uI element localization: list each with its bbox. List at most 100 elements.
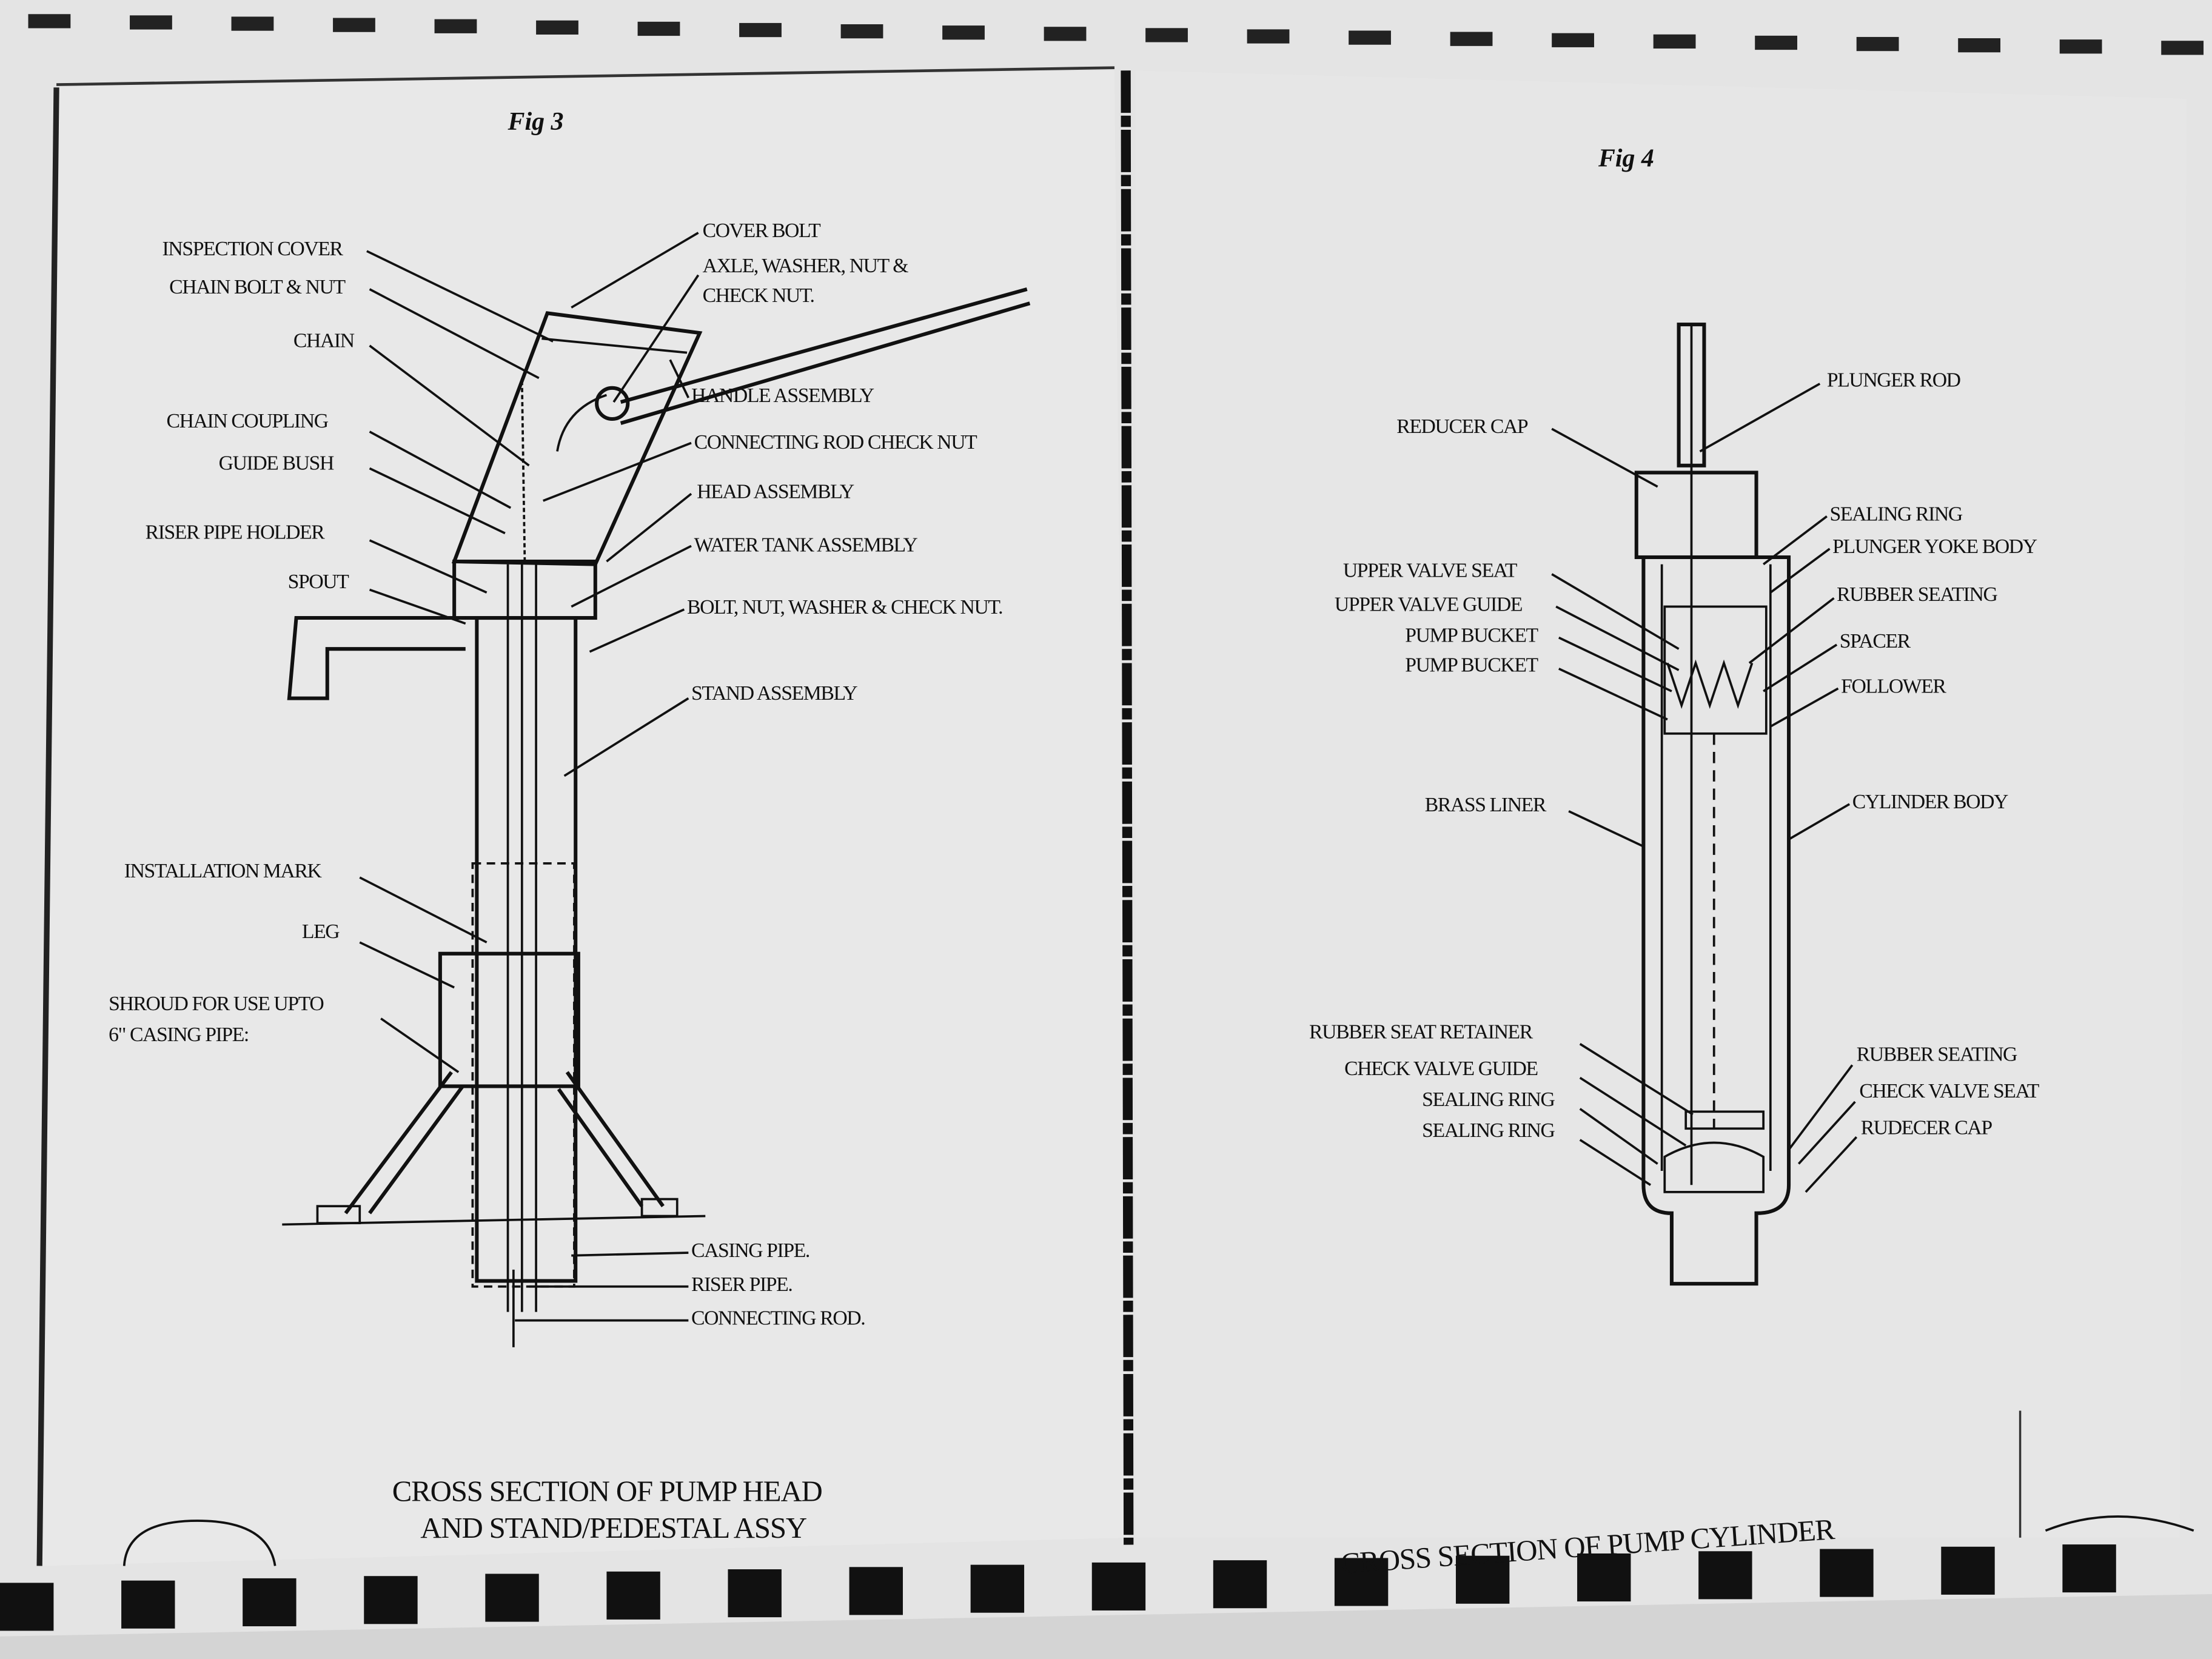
label-riser-pipe-holder: RISER PIPE HOLDER (146, 521, 326, 544)
fig4-leader-lines (1551, 383, 1858, 1193)
label-rubber-seat-retainer: RUBBER SEAT RETAINER (1309, 1021, 1533, 1043)
fig3-labels-left: INSPECTION COVER CHAIN BOLT & NUT CHAIN … (109, 238, 355, 1046)
pump-head-drawing (282, 287, 1031, 1347)
binder-hole (1455, 1555, 1510, 1604)
label-chain-coupling: CHAIN COUPLING (167, 410, 329, 432)
label-cover-bolt: COVER BOLT (703, 220, 821, 242)
binder-hole (28, 14, 71, 28)
binder-hole (1698, 1551, 1752, 1600)
label-sealing-ring-lower-2: SEALING RING (1422, 1119, 1555, 1142)
binder-hole (1334, 1558, 1389, 1606)
binder-hole (1349, 30, 1391, 45)
label-sealing-ring-lower-1: SEALING RING (1422, 1088, 1555, 1111)
binder-hole (231, 16, 274, 31)
binder-hole (1820, 1549, 1874, 1597)
label-installation-mark: INSTALLATION MARK (124, 860, 322, 882)
binder-hole (606, 1571, 660, 1620)
binder-hole (1044, 27, 1087, 41)
label-chain-bolt-nut: CHAIN BOLT & NUT (169, 276, 346, 298)
binder-hole (130, 15, 172, 30)
label-inspection-cover: INSPECTION COVER (163, 238, 344, 260)
binder-hole (1577, 1553, 1631, 1602)
binder-hole (434, 19, 477, 33)
binder-holes-top (28, 14, 2204, 55)
label-reducer-cap-lower: RUDECER CAP (1861, 1117, 1992, 1139)
label-cylinder-body: CYLINDER BODY (1852, 791, 2008, 813)
binder-hole (849, 1567, 903, 1615)
binder-hole (1247, 29, 1290, 44)
center-fold-line (1121, 70, 1134, 1545)
binder-hole (1941, 1546, 1995, 1595)
fig3-title: Fig 3 (508, 108, 564, 136)
label-shroud: SHROUD FOR USE UPTO (109, 993, 323, 1015)
left-page (42, 70, 1129, 1566)
label-spout: SPOUT (288, 571, 350, 593)
binder-holes-bottom (0, 1544, 2116, 1631)
binder-hole (2062, 1544, 2116, 1593)
label-plunger-rod: PLUNGER ROD (1827, 369, 1960, 391)
label-shroud-casing: 6" CASING PIPE: (109, 1024, 249, 1046)
binder-hole (1958, 38, 2001, 53)
label-connecting-rod: CONNECTING ROD. (691, 1307, 865, 1330)
label-pump-bucket-2: PUMP BUCKET (1405, 654, 1538, 676)
binder-hole (1755, 35, 1797, 50)
binder-hole (1552, 33, 1594, 47)
fig3-labels-right: COVER BOLT AXLE, WASHER, NUT & CHECK NUT… (687, 220, 1004, 1330)
binder-hole (1856, 36, 1899, 52)
binder-hole (728, 1569, 782, 1618)
label-leg: LEG (302, 920, 340, 943)
label-casing-pipe: CASING PIPE. (691, 1239, 809, 1262)
label-rubber-seating-lower: RUBBER SEATING (1857, 1044, 2017, 1066)
label-reducer-cap: REDUCER CAP (1396, 415, 1528, 438)
label-stand-assembly: STAND ASSEMBLY (691, 682, 857, 705)
label-brass-liner: BRASS LINER (1425, 794, 1547, 816)
label-plunger-yoke-body: PLUNGER YOKE BODY (1832, 535, 2037, 558)
label-head-assembly: HEAD ASSEMBLY (697, 480, 854, 503)
binder-hole (121, 1580, 175, 1629)
label-connecting-rod-check-nut: CONNECTING ROD CHECK NUT (694, 431, 978, 454)
pump-cylinder-drawing (1634, 323, 1791, 1286)
label-guide-bush: GUIDE BUSH (219, 452, 334, 475)
binder-hole (1653, 34, 1696, 49)
label-water-tank-assembly: WATER TANK ASSEMBLY (694, 534, 918, 557)
binder-hole (637, 21, 680, 36)
label-upper-valve-seat: UPPER VALVE SEAT (1343, 560, 1518, 582)
logo-left (122, 1520, 276, 1566)
binder-hole (1145, 28, 1188, 42)
binder-hole (536, 20, 578, 35)
fig3-caption-line2: AND STAND/PEDESTAL ASSY (420, 1511, 807, 1544)
label-riser-pipe: RISER PIPE. (691, 1273, 792, 1296)
binder-hole (243, 1578, 297, 1627)
binder-hole (942, 25, 985, 40)
top-border (56, 66, 1114, 86)
label-check-valve-seat: CHECK VALVE SEAT (1859, 1080, 2039, 1102)
binder-hole (0, 1583, 54, 1631)
label-handle-assembly: HANDLE ASSEMBLY (691, 384, 874, 407)
binder-hole (2161, 41, 2204, 55)
label-follower: FOLLOWER (1841, 675, 1946, 697)
fig3-leader-lines (359, 232, 700, 1322)
label-upper-valve-guide: UPPER VALVE GUIDE (1335, 593, 1522, 615)
binder-hole (2059, 39, 2102, 54)
binder-hole (333, 18, 375, 32)
left-page-border (36, 87, 59, 1566)
fig4-labels-left: REDUCER CAP UPPER VALVE SEAT UPPER VALVE… (1309, 415, 1556, 1142)
fig4-labels-right: PLUNGER ROD SEALING RING PLUNGER YOKE BO… (1827, 369, 2040, 1139)
label-check-nut: CHECK NUT. (703, 284, 814, 307)
label-rubber-seating-upper: RUBBER SEATING (1837, 583, 1997, 606)
label-spacer: SPACER (1840, 630, 1911, 652)
binder-hole (739, 22, 782, 38)
binder-hole (485, 1574, 539, 1622)
binder-hole (970, 1564, 1025, 1613)
label-bolt-nut-washer: BOLT, NUT, WASHER & CHECK NUT. (687, 596, 1002, 618)
logo-right (2045, 1515, 2194, 1532)
binder-hole (1450, 32, 1493, 46)
binder-hole (1091, 1562, 1146, 1610)
label-sealing-ring-upper: SEALING RING (1830, 503, 1963, 525)
label-axle-washer: AXLE, WASHER, NUT & (703, 255, 909, 277)
label-chain: CHAIN (293, 329, 355, 352)
label-pump-bucket-1: PUMP BUCKET (1405, 625, 1538, 647)
binder-hole (1213, 1560, 1267, 1609)
